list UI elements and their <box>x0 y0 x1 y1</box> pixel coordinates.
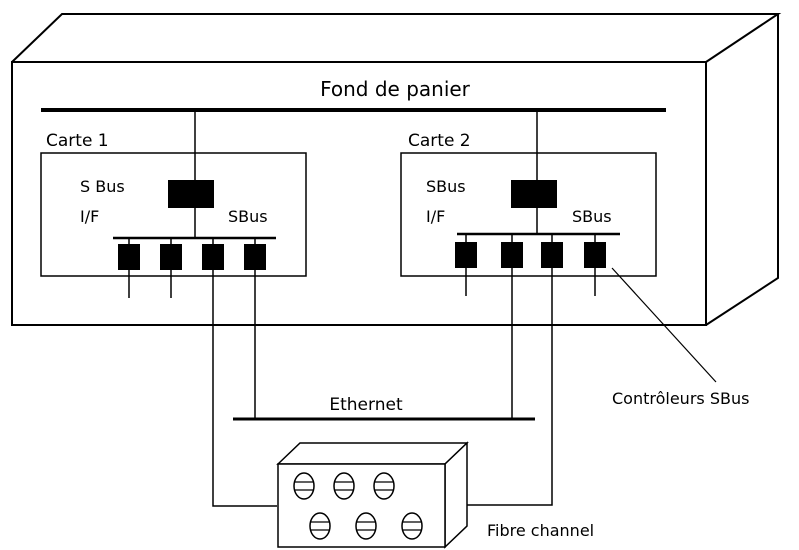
fibre-channel-label: Fibre channel <box>487 521 594 540</box>
disk-icon <box>333 472 355 500</box>
disk-array-top <box>276 442 469 465</box>
card-1-sbus-if-line1: S Bus <box>80 177 125 196</box>
card-2-sbus-label: SBus <box>572 207 612 226</box>
chassis-side <box>705 14 779 326</box>
ethernet-label: Ethernet <box>329 395 403 415</box>
chassis <box>11 13 782 326</box>
card-1-board <box>40 152 307 277</box>
card-2: Carte 2 SBus I/F SBus <box>400 110 657 296</box>
chassis-front <box>11 61 707 326</box>
card-2-title: Carte 2 <box>408 131 471 151</box>
card-2-sbus-if-line1: SBus <box>426 177 466 196</box>
card-1-title: Carte 1 <box>46 131 109 151</box>
card-1-sbus-if-chip <box>168 180 214 208</box>
card-1: Carte 1 S Bus I/F SBus <box>40 110 307 298</box>
card-1-controller-3 <box>202 244 224 270</box>
disk-icon <box>373 472 395 500</box>
chassis-top <box>11 13 782 63</box>
disk-row-bottom <box>309 512 423 540</box>
card-2-sbus-if-chip <box>511 180 557 208</box>
controllers-label: Contrôleurs SBus <box>612 389 749 408</box>
card-2-controller-3 <box>541 242 563 268</box>
fibre-link-card-2 <box>455 268 553 506</box>
disk-icon <box>401 512 423 540</box>
disk-icon <box>309 512 331 540</box>
fibre-link-card-1 <box>212 270 277 507</box>
backplane-label: Fond de panier <box>320 77 471 101</box>
controllers-callout-line <box>611 267 717 383</box>
card-1-controller-4 <box>244 244 266 270</box>
disk-row-top <box>293 472 395 500</box>
card-1-sbus-if-line2: I/F <box>80 207 99 226</box>
card-1-sbus-label: SBus <box>228 207 268 226</box>
disk-icon <box>355 512 377 540</box>
card-2-sbus-if-line2: I/F <box>426 207 445 226</box>
card-2-controller-2 <box>501 242 523 268</box>
disk-icon <box>293 472 315 500</box>
card-2-board <box>400 152 657 277</box>
disk-array <box>276 441 469 549</box>
disk-array-front <box>277 463 446 548</box>
